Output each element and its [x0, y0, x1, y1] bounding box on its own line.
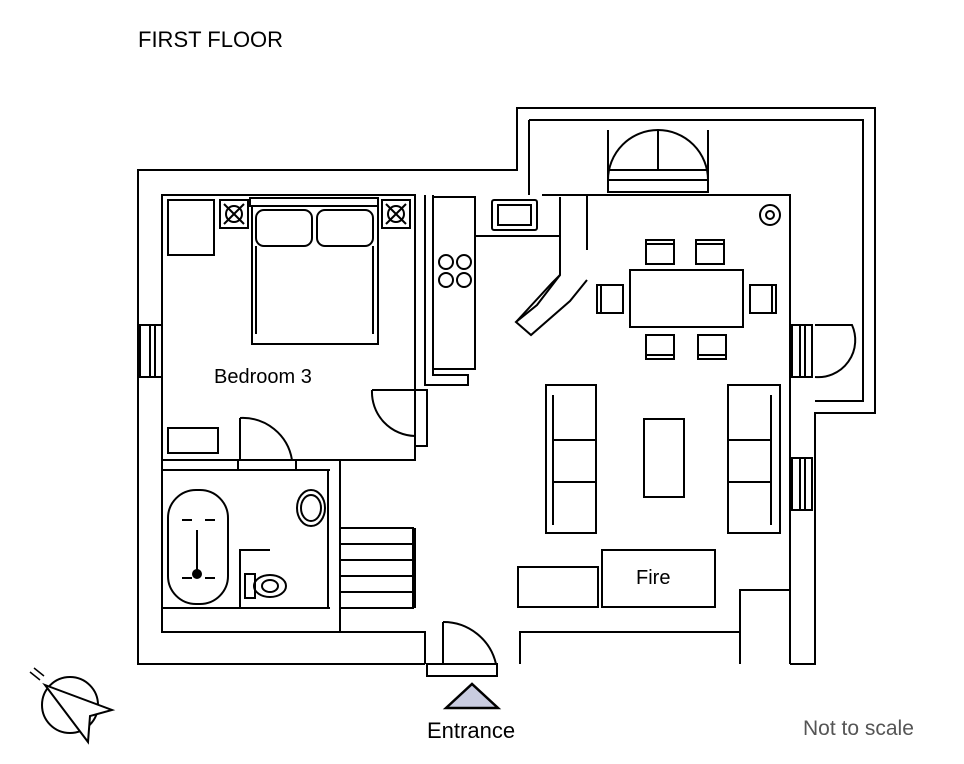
bathroom-door	[237, 416, 297, 471]
stairs	[339, 527, 416, 609]
balcony-doors	[607, 129, 709, 193]
dining-area	[596, 204, 781, 360]
bedroom-window	[139, 324, 163, 378]
kitchen	[432, 196, 588, 370]
bathroom-fixtures	[167, 489, 326, 605]
bedroom-door	[370, 389, 428, 447]
page-title: FIRST FLOOR	[138, 27, 284, 52]
lounge	[517, 384, 781, 608]
right-window-upper	[791, 324, 857, 379]
scale-note: Not to scale	[803, 717, 914, 740]
bedroom-furniture	[167, 197, 411, 454]
room-label-bedroom: Bedroom 3	[214, 366, 312, 388]
north-compass-icon	[29, 667, 116, 745]
entrance-label: Entrance	[427, 718, 516, 743]
entrance-arrow-icon	[442, 682, 502, 710]
right-window-lower	[791, 457, 813, 511]
entrance-door	[426, 620, 498, 677]
room-label-fire: Fire	[636, 567, 671, 589]
dining-chairs	[596, 239, 777, 360]
